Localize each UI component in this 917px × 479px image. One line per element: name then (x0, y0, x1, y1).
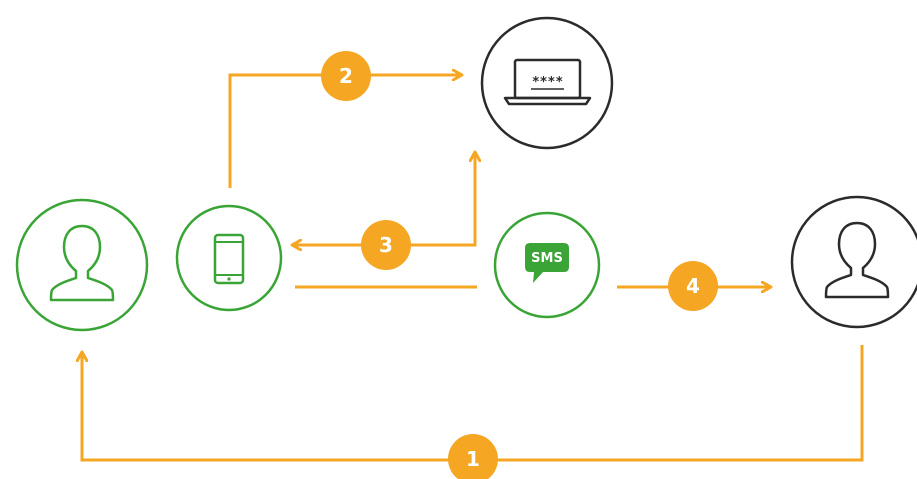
laptop-node: **** (480, 16, 614, 150)
user-right-node (790, 195, 917, 329)
flow-arrow-step-3-to-laptop (390, 152, 475, 247)
user-icon (49, 224, 115, 302)
step-badge-1: 1 (448, 434, 498, 479)
sms-node: SMS (493, 211, 601, 319)
step-number: 3 (379, 233, 393, 257)
flow-arrow-step-2 (228, 75, 462, 188)
password-mask: **** (532, 75, 563, 90)
phone-node (175, 204, 283, 312)
user-left-node (15, 198, 149, 332)
step-badge-2: 2 (321, 51, 371, 101)
step-number: 4 (686, 274, 700, 298)
smartphone-icon (213, 233, 245, 285)
step-number: 1 (466, 447, 480, 471)
laptop-icon: **** (503, 58, 592, 106)
step-badge-3: 3 (361, 220, 411, 270)
sms-label: SMS (531, 251, 563, 266)
user-icon (824, 221, 890, 299)
sms-bubble-icon: SMS (525, 243, 569, 283)
step-badge-4: 4 (668, 261, 718, 311)
step-number: 2 (339, 64, 353, 88)
